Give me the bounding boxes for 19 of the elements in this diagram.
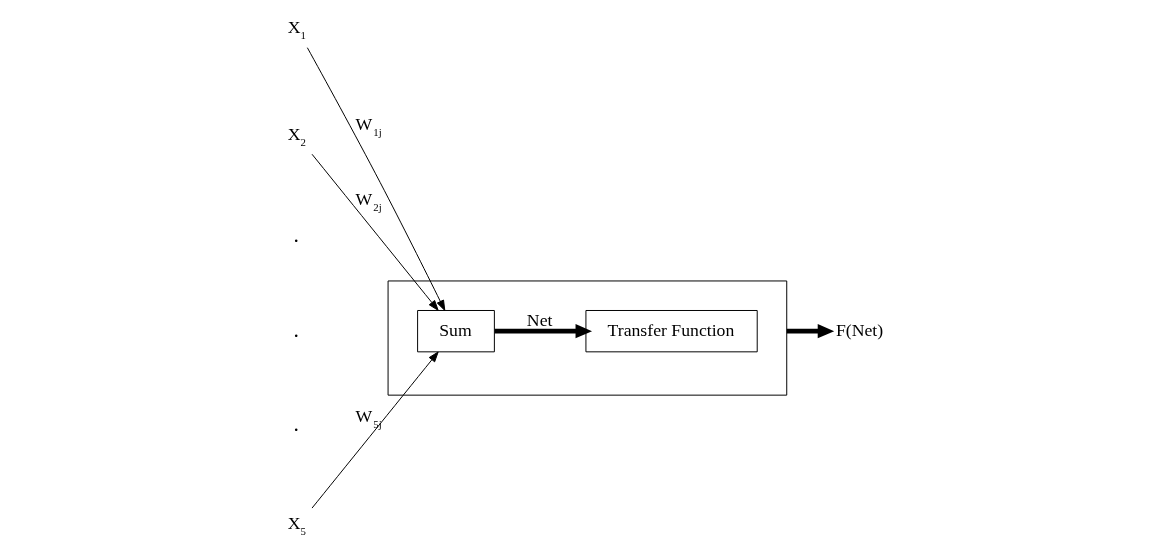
node-box: Transfer Function: [585, 310, 758, 353]
edge-label: Net: [526, 309, 553, 330]
node-box: Sum: [417, 310, 495, 353]
arrow: [786, 323, 835, 339]
node-text: X$_{5}$: [287, 513, 306, 538]
node-text: X$_{1}$: [287, 17, 306, 42]
arrow: [311, 351, 439, 509]
label: .: [293, 412, 299, 437]
arrow: [494, 323, 592, 339]
edge-label: W$_{5j}$: [355, 406, 382, 431]
arrow: [306, 47, 446, 311]
cluster: [387, 280, 788, 396]
node-text: F(Net): [835, 319, 884, 340]
node-text: X$_{2}$: [287, 123, 306, 148]
edge-label: W$_{1j}$: [355, 113, 382, 138]
label: .: [293, 223, 299, 248]
label: .: [293, 317, 299, 342]
edge-label: W$_{2j}$: [355, 188, 382, 213]
arrow: [311, 153, 439, 311]
